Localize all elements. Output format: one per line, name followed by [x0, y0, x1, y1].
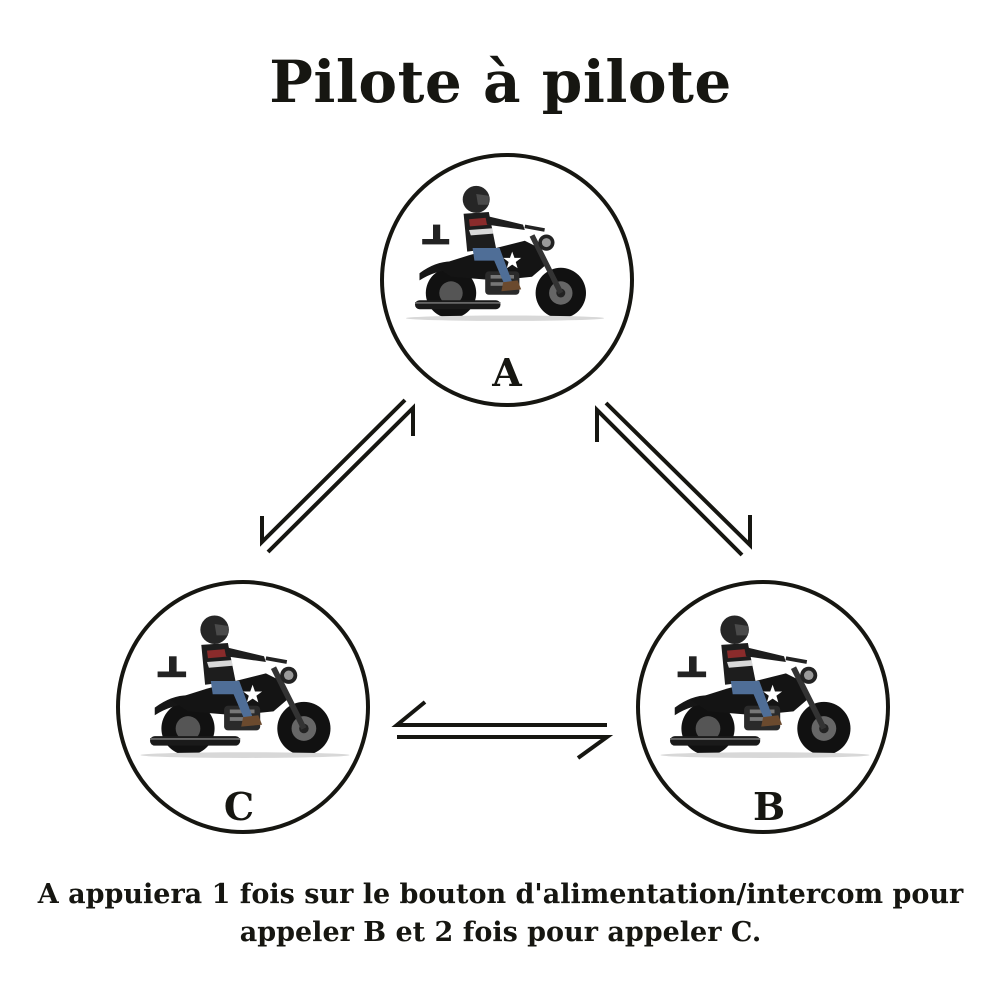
double-harpoon-arrow-icon: [595, 405, 744, 557]
node-a-label: A: [491, 350, 522, 395]
arrow-a-c: [260, 398, 415, 554]
caption: A appuiera 1 fois sur le bouton d'alimen…: [20, 876, 981, 952]
caption-line-1: A appuiera 1 fois sur le bouton d'alimen…: [37, 879, 964, 910]
node-a: A: [380, 153, 634, 407]
node-b-label: B: [753, 784, 785, 829]
node-c: C: [116, 580, 370, 834]
double-harpoon-arrow-icon: [391, 700, 607, 727]
double-harpoon-arrow-icon: [266, 403, 415, 554]
caption-line-2: appeler B et 2 fois pour appeler C.: [239, 917, 762, 948]
double-harpoon-arrow-icon: [260, 398, 407, 547]
double-harpoon-arrow-icon: [397, 735, 614, 760]
arrow-c-b: [391, 700, 614, 760]
double-harpoon-arrow-icon: [604, 401, 752, 550]
node-b: B: [636, 580, 890, 834]
node-c-label: C: [224, 784, 254, 829]
arrow-a-b: [595, 401, 752, 557]
page-title: Pilote à pilote: [269, 48, 732, 116]
